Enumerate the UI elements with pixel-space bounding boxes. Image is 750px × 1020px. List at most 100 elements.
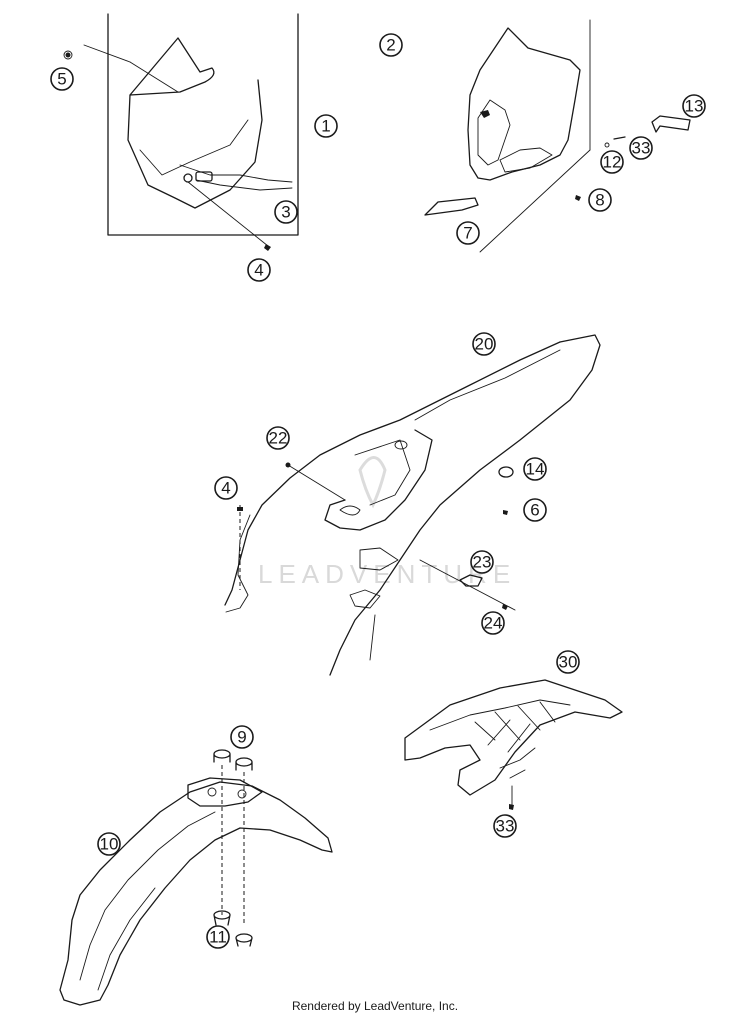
front-fender-stripe-2 — [97, 887, 156, 991]
part-group-30 — [404, 679, 623, 810]
screw-8 — [575, 195, 581, 201]
front-fender-stripe — [79, 811, 216, 981]
fender-mount-boss — [339, 505, 361, 516]
callout-4-lower-label: 4 — [221, 479, 230, 498]
callout-14: 14 — [523, 457, 547, 481]
mount-hole-2 — [237, 789, 247, 799]
callout-20-label: 20 — [475, 335, 494, 354]
part-30-ridge — [429, 699, 571, 731]
callout-6-label: 6 — [530, 501, 539, 520]
headlight-mask-lower — [499, 147, 553, 173]
part-group-headlight-mask — [424, 19, 691, 253]
callout-20: 20 — [472, 332, 496, 356]
spacer-9-left — [213, 749, 231, 763]
number-plate-strap — [179, 164, 293, 183]
number-plate-inner — [139, 119, 249, 176]
rear-fender-lower-left — [225, 514, 251, 613]
callout-2-label: 2 — [386, 36, 395, 55]
callout-4-lower: 4 — [214, 476, 238, 500]
callout-8-label: 8 — [595, 191, 604, 210]
screw-4-upper — [264, 244, 271, 251]
fastener-5-ring — [63, 50, 73, 60]
rear-fender-top-edge — [224, 341, 561, 606]
screw-4-lower — [237, 507, 243, 511]
fastener-5 — [65, 52, 71, 58]
rear-fender-tab-lower — [349, 589, 381, 609]
callout-1: 1 — [314, 114, 338, 138]
callout-10-label: 10 — [100, 835, 119, 854]
callout-24-label: 24 — [484, 614, 503, 633]
callout-5: 5 — [50, 67, 74, 91]
decal-7 — [424, 197, 479, 216]
callout-23: 23 — [470, 550, 494, 574]
callout-22: 22 — [266, 426, 290, 450]
side-panel-inner — [354, 439, 411, 506]
leader-5b — [129, 61, 179, 93]
headlight-mask-window — [477, 99, 511, 166]
leader-5 — [83, 44, 131, 63]
callout-22-label: 22 — [269, 429, 288, 448]
callout-23-label: 23 — [473, 553, 492, 572]
bolt-11-right — [235, 933, 253, 947]
callout-7-label: 7 — [463, 224, 472, 243]
part-30-texture — [474, 701, 556, 753]
callout-5-label: 5 — [57, 70, 66, 89]
fender-hole-1 — [394, 440, 408, 450]
callout-33-upper-label: 33 — [632, 139, 651, 158]
callout-12: 12 — [600, 150, 624, 174]
part-group-rear-fender — [224, 334, 601, 676]
callout-9-label: 9 — [237, 728, 246, 747]
callout-30: 30 — [556, 650, 580, 674]
screw-33-lower — [509, 804, 514, 810]
part-group-front-fender — [59, 749, 333, 1006]
screw-24 — [502, 604, 508, 610]
leader-23-24 — [419, 559, 516, 611]
bracket-13 — [651, 115, 691, 133]
callout-13: 13 — [682, 94, 706, 118]
callout-30-label: 30 — [559, 653, 578, 672]
spacer-9-right — [235, 757, 253, 771]
callout-24: 24 — [481, 611, 505, 635]
mask-mount — [480, 110, 490, 118]
callout-14-label: 14 — [526, 460, 545, 479]
callout-33-lower-label: 33 — [496, 817, 515, 836]
fender-rib — [369, 614, 376, 661]
headlight-bulb — [195, 171, 213, 182]
part-30-outline — [404, 679, 623, 796]
rear-fender-crease — [414, 349, 561, 421]
callout-11: 11 — [206, 925, 230, 949]
front-fender-mount — [187, 777, 263, 807]
headlight-mask-outline — [467, 27, 581, 181]
screw-22 — [285, 462, 291, 468]
callout-8: 8 — [588, 188, 612, 212]
callout-2: 2 — [379, 33, 403, 57]
callout-3: 3 — [274, 200, 298, 224]
mount-hole-1 — [207, 787, 217, 797]
side-panel-cutout — [324, 429, 433, 531]
callout-13-label: 13 — [685, 97, 704, 116]
callout-7: 7 — [456, 221, 480, 245]
callout-33-upper: 33 — [629, 136, 653, 160]
callout-12-label: 12 — [603, 153, 622, 172]
number-plate-strap-lower — [195, 179, 293, 191]
callout-6: 6 — [523, 498, 547, 522]
leader-mask-diag — [479, 149, 591, 253]
callout-1-label: 1 — [321, 117, 330, 136]
callout-11-label: 11 — [209, 928, 227, 947]
part-group-number-plate — [63, 13, 299, 251]
assembly-frame-box — [107, 13, 299, 236]
screw-6 — [503, 510, 508, 515]
callout-10: 10 — [97, 832, 121, 856]
number-plate-top — [129, 37, 215, 96]
number-plate-outline — [127, 79, 263, 209]
bolt-11-left — [213, 910, 231, 926]
leader-22 — [287, 464, 346, 501]
screw-leader — [187, 181, 269, 247]
screw-33-upper — [613, 136, 626, 140]
bulb-socket — [183, 173, 193, 183]
callout-9: 9 — [230, 725, 254, 749]
washer-12 — [604, 142, 610, 148]
clip-23 — [459, 574, 483, 587]
